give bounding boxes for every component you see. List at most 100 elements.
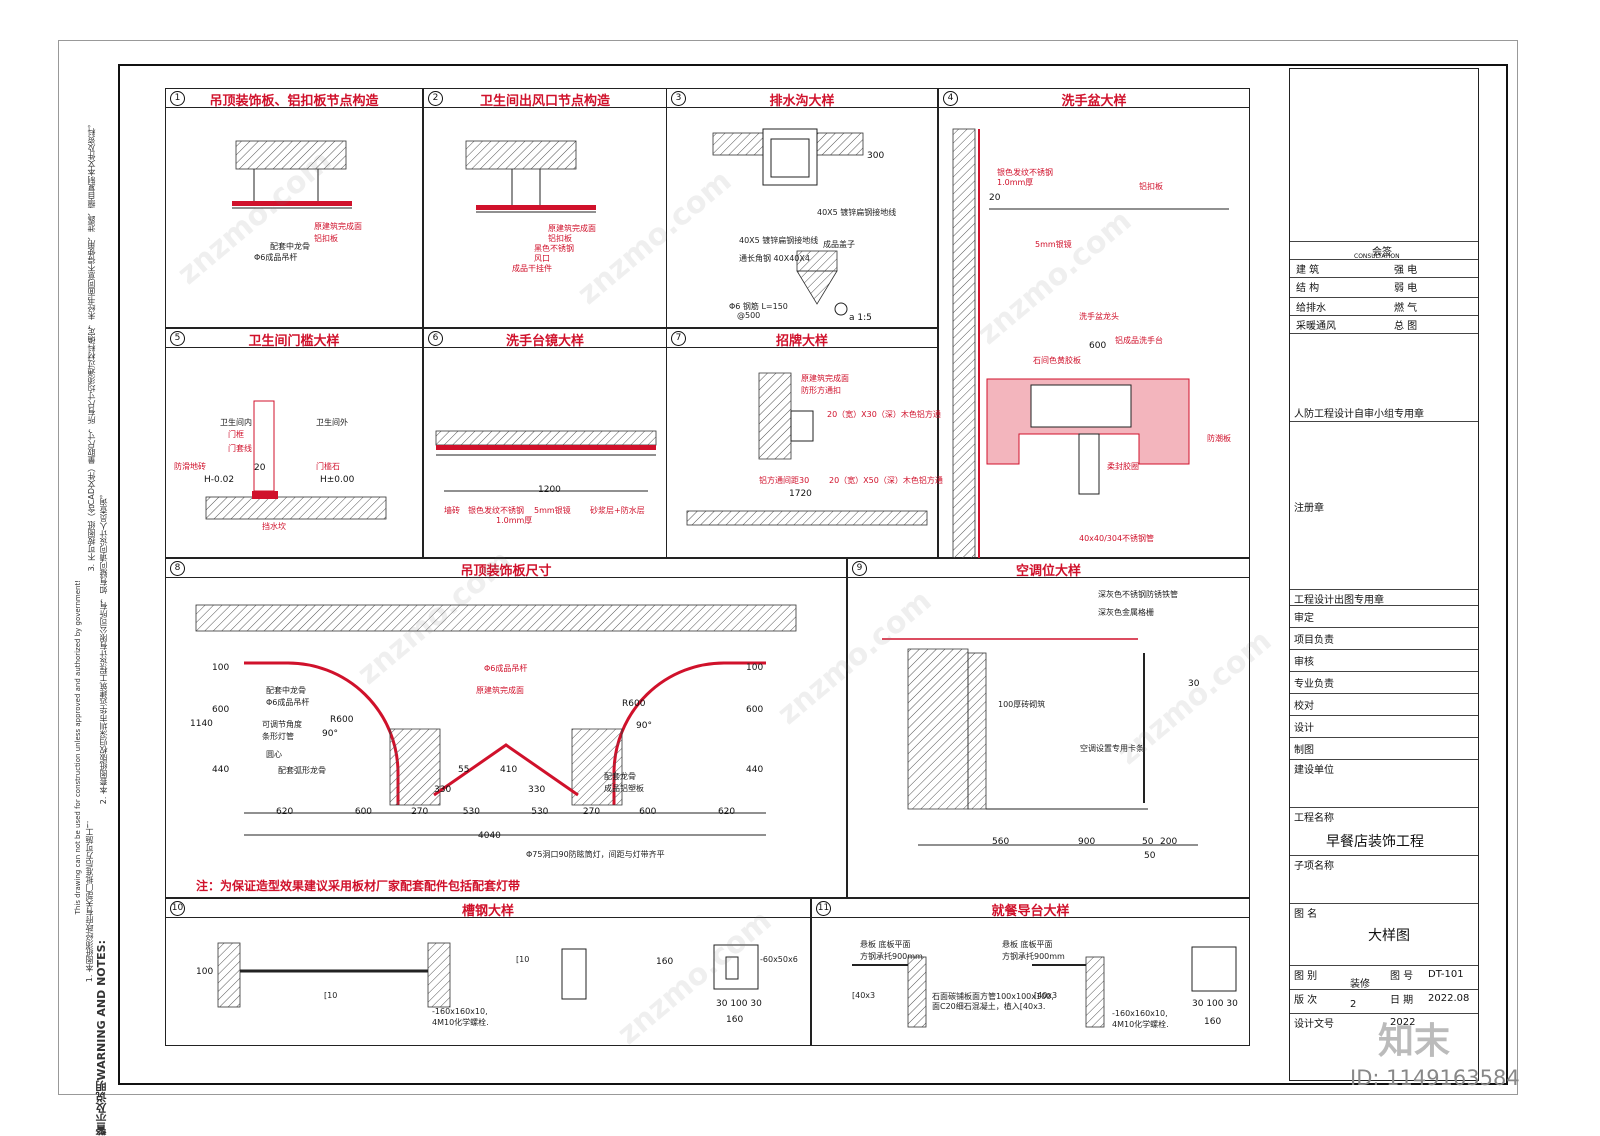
- label: 面C20细石混凝土，植入[40x3.: [932, 1002, 1046, 1011]
- detail-6-drawing: [435, 430, 657, 492]
- dimension: 530: [462, 807, 480, 817]
- label: 墙砖: [444, 506, 460, 515]
- label: 洗手盆龙头: [1079, 312, 1119, 321]
- dimension: 600: [212, 705, 230, 715]
- panel-number: 9: [852, 561, 867, 576]
- total-width: 4040: [478, 831, 501, 841]
- label: [40x3: [852, 991, 876, 1000]
- drawing-title-label: 图 名: [1294, 909, 1318, 920]
- dimension: 50: [1144, 851, 1156, 861]
- discipline-hvac: 采暖通风: [1296, 321, 1336, 332]
- role-label: 制图: [1294, 745, 1314, 756]
- label: 原建筑完成面: [548, 224, 596, 233]
- panel-number: 1: [170, 91, 185, 106]
- panel-title: 招牌大样: [775, 334, 828, 349]
- label: 方钢承托900mm: [860, 952, 923, 961]
- dimension: 270: [411, 807, 429, 817]
- project-name: 早餐店装饰工程: [1326, 834, 1424, 850]
- label: 铝扣板: [548, 234, 572, 243]
- label: [10: [324, 991, 338, 1000]
- stamp-registration: 注册章: [1294, 503, 1324, 514]
- panel-number: 10: [170, 901, 185, 916]
- label: 100厚砖砌筑: [998, 700, 1046, 709]
- label: 银色发纹不锈钢: [997, 168, 1053, 177]
- drawing-no: DT-101: [1428, 969, 1464, 980]
- dimension: 560: [992, 837, 1010, 847]
- angle: 90°: [636, 721, 652, 731]
- role-row-divider: [1290, 671, 1478, 672]
- drawing-title: 大样图: [1368, 928, 1410, 944]
- label: 1.0mm厚: [997, 178, 1034, 187]
- label: Φ6成品吊杆: [266, 698, 310, 707]
- dimension: 1140: [190, 719, 213, 729]
- dimension: 270: [582, 807, 601, 817]
- label: 柔封胶圈: [1107, 462, 1139, 471]
- detail-9-drawing: [882, 638, 1198, 846]
- title-block: 会签 CONSULTATION 建 筑 强 电 结 构 弱 电 给排水 燃 气 …: [1289, 68, 1479, 1081]
- label: 配套中龙骨: [266, 686, 306, 695]
- panel-number: 8: [170, 561, 185, 576]
- dimension: 100: [746, 663, 764, 673]
- stamp-civil-defense: 人防工程设计自审小组专用章: [1294, 409, 1424, 420]
- label: 铝成品洗手台: [1115, 336, 1163, 345]
- role-label: 设计: [1294, 723, 1314, 734]
- dimension: 620: [717, 807, 736, 817]
- scale-label: a 1:5: [849, 313, 872, 323]
- detail-11-drawing: [852, 946, 1237, 1028]
- role-label: 校对: [1294, 701, 1314, 712]
- panel-title: 洗手台镜大样: [505, 334, 584, 349]
- panel-title: 就餐导台大样: [991, 904, 1070, 919]
- label: 5mm银镜: [1035, 240, 1072, 249]
- label: 4M10化学螺栓.: [432, 1018, 489, 1027]
- panel-number: 6: [428, 331, 443, 346]
- label: 铝方通间距30: [759, 476, 810, 485]
- label: 原建筑完成面: [801, 374, 849, 383]
- ceiling-note: 注：为保证造型效果建议采用板材厂家配套配件包括配套灯带: [196, 879, 521, 893]
- role-label: 项目负责: [1294, 635, 1334, 646]
- panel-title: 吊顶装饰板尺寸: [460, 564, 552, 579]
- label: 可调节角度: [262, 720, 302, 729]
- dimension: 30 100 30: [1192, 999, 1238, 1009]
- detail-10-drawing: [217, 942, 759, 1008]
- label: 防潮板: [1207, 434, 1231, 443]
- label: 配套弧形龙骨: [278, 766, 326, 775]
- label: 深灰色不锈钢防锈铁管: [1098, 590, 1178, 599]
- role-row-divider: [1290, 693, 1478, 694]
- radius: R600: [330, 715, 354, 725]
- panel-title: 卫生间门槛大样: [248, 334, 340, 349]
- label: Φ75洞口90防眩筒灯，间距与灯带齐平: [526, 850, 665, 859]
- dimension: 620: [276, 807, 294, 817]
- dimension: 160: [726, 1015, 744, 1025]
- drawing-sheet: [58, 40, 1518, 1095]
- discipline-site: 总 图: [1394, 321, 1418, 332]
- discipline-structure: 结 构: [1296, 283, 1320, 294]
- label: 成品铝塑板: [604, 784, 644, 793]
- detail-7-drawing: [686, 372, 928, 526]
- dimension: 440: [212, 765, 230, 775]
- dimension: 100: [196, 967, 214, 977]
- label: 深灰色金属格栅: [1098, 608, 1154, 617]
- role-row-divider: [1290, 649, 1478, 650]
- panel-title: 排水沟大样: [769, 94, 835, 109]
- dimension: 100: [212, 663, 230, 673]
- dimension: 160: [656, 957, 674, 967]
- label: 40X5 镀锌扁钢接地线: [817, 208, 897, 217]
- label: 20（宽）X30（深）木色铝方通: [827, 410, 941, 419]
- role-row-divider: [1290, 715, 1478, 716]
- role-label: 审核: [1294, 657, 1314, 668]
- label: 石间色黄胶板: [1033, 356, 1081, 365]
- label: 门槛石: [316, 462, 340, 471]
- label: 防滑地砖: [174, 462, 206, 471]
- detail-4-drawing: [952, 128, 1229, 560]
- label: 空调设置专用卡条: [1080, 744, 1144, 753]
- panel-number: 3: [671, 91, 686, 106]
- label: 条形灯管: [262, 732, 294, 741]
- panel-number: 7: [671, 331, 686, 346]
- subproject-label: 子项名称: [1294, 861, 1334, 872]
- detail-3-drawing: [712, 128, 864, 316]
